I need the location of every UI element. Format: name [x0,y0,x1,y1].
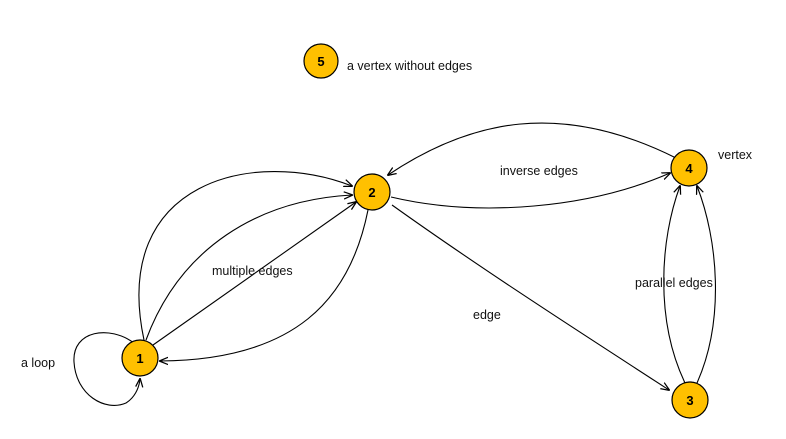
edge-2-to-3 [391,204,669,390]
multiple-edges-annotation: multiple edges [212,264,293,278]
edge-1-to-2-straight [152,202,356,346]
edge-1-to-2-middle [145,195,352,341]
edge-3-to-4-left [663,186,686,384]
loop-annotation: a loop [21,356,55,370]
nodes: 1 2 3 4 5 [121,43,709,419]
edge-annotation: edge [473,308,501,322]
vertex-1: 1 [121,339,159,377]
edge-4-to-2 [388,122,677,175]
vertex-4: 4 [670,149,708,187]
vertex-5: 5 [303,43,339,79]
edge-3-to-4-right [697,186,717,384]
parallel-edges-annotation: parallel edges [635,276,713,290]
vertex-4-circle [670,149,708,187]
vertex-annotation: vertex [718,148,753,162]
annotations: a vertex without edges vertex inverse ed… [21,59,753,370]
vertex-2: 2 [353,173,391,211]
inverse-edges-annotation: inverse edges [500,164,578,178]
vertex-5-circle [303,43,339,79]
vertex-5-label: 5 [317,54,324,69]
isolated-vertex-annotation: a vertex without edges [347,59,472,73]
vertex-2-label: 2 [368,185,375,200]
vertex-3: 3 [671,381,709,419]
edges [73,122,717,406]
edge-1-to-2-outer [138,170,352,341]
vertex-3-label: 3 [686,393,693,408]
vertex-2-circle [353,173,391,211]
edge-2-to-1 [160,209,369,361]
vertex-4-label: 4 [685,161,693,176]
vertex-3-circle [671,381,709,419]
vertex-1-label: 1 [136,351,143,366]
edge-2-to-4 [390,173,670,209]
vertex-1-circle [121,339,159,377]
edge-loop-1 [73,332,140,406]
